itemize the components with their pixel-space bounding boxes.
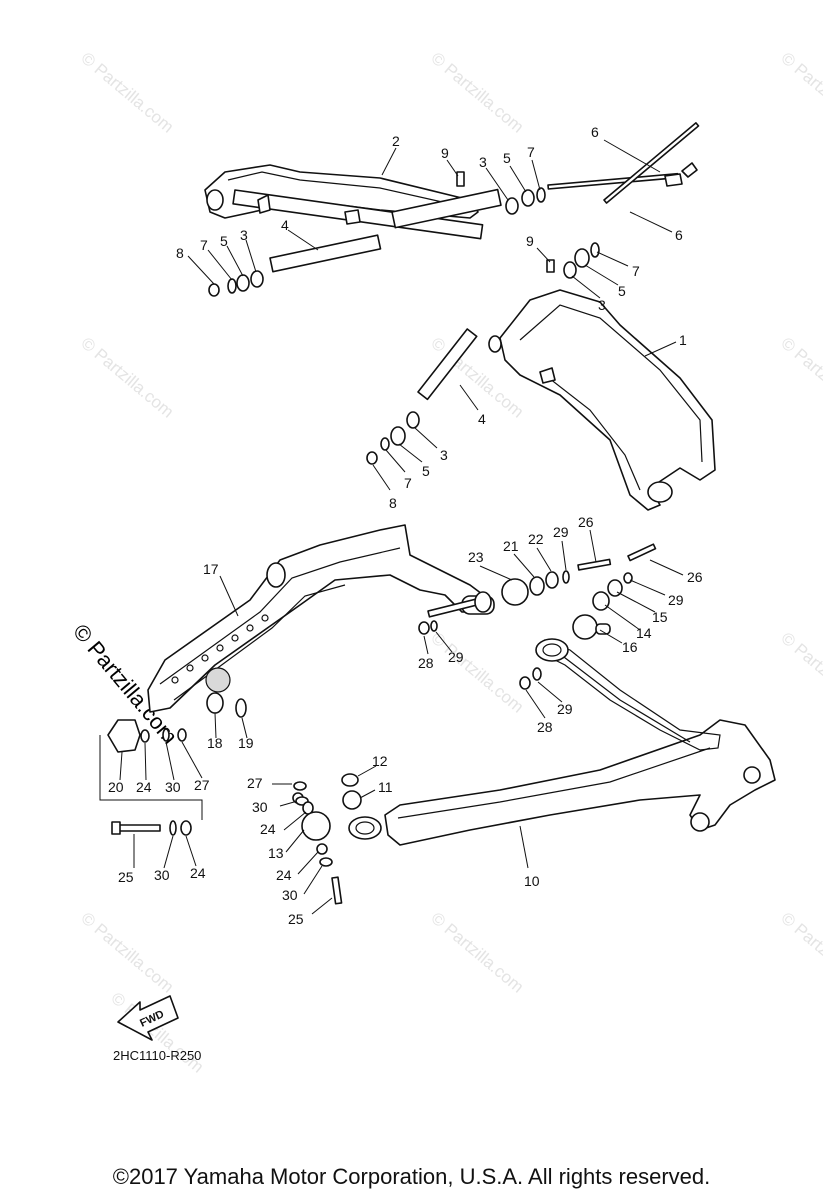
callout-17: 17 [203,561,219,577]
callout-24: 24 [190,865,206,881]
callout-12: 12 [372,753,388,769]
callout-27: 27 [247,775,263,791]
callout-3: 3 [479,154,487,170]
watermark: © Partzilla.com [777,909,823,997]
watermark: © Partzilla.com [77,334,177,422]
callout-29: 29 [448,649,464,665]
callout-6: 6 [675,227,683,243]
callout-13: 13 [268,845,284,861]
callout-9: 9 [526,233,534,249]
callout-25: 25 [288,911,304,927]
copyright-notice: ©2017 Yamaha Motor Corporation, U.S.A. A… [112,1164,711,1189]
callout-28: 28 [418,655,434,671]
lower-arm-10 [348,638,776,846]
callout-24: 24 [136,779,152,795]
callout-30: 30 [282,887,298,903]
watermark: © Partzilla.com [777,629,823,717]
upper-pivot-hardware [208,122,700,297]
callout-16: 16 [622,639,638,655]
rear-arm-middle [366,289,716,511]
callout-4: 4 [281,217,289,233]
callout-1: 1 [679,332,687,348]
leader-lines [119,139,684,915]
callout-18: 18 [207,735,223,751]
callout-24: 24 [276,867,292,883]
callout-8: 8 [176,245,184,261]
frame-holes [171,614,269,684]
callout-29: 29 [557,701,573,717]
callout-15: 15 [652,609,668,625]
diagram-code: 2HC1110-R250 [113,1048,201,1063]
callout-24: 24 [260,821,276,837]
callout-26: 26 [578,514,594,530]
watermark: © Partzilla.com [427,629,527,717]
callout-25: 25 [118,869,134,885]
frame-arm-17 [147,524,495,713]
callout-29: 29 [553,524,569,540]
callout-20: 20 [108,779,124,795]
callout-27: 27 [194,777,210,793]
callout-5: 5 [422,463,430,479]
watermark: © Partzilla.com [777,334,823,422]
upper-arm-top [204,164,484,240]
forward-arrow-icon: FWD [117,995,179,1041]
callout-4: 4 [478,411,486,427]
callout-labels: 2 9 3 5 7 6 6 4 8 7 5 3 9 7 5 3 1 4 3 5 … [108,124,703,927]
callout-5: 5 [503,150,511,166]
callout-7: 7 [404,475,412,491]
watermark: © Partzilla.com [777,49,823,137]
callout-30: 30 [252,799,268,815]
callout-3: 3 [598,297,606,313]
callout-9: 9 [441,145,449,161]
callout-7: 7 [200,237,208,253]
callout-23: 23 [468,549,484,565]
callout-5: 5 [220,233,228,249]
callout-3: 3 [240,227,248,243]
callout-5: 5 [618,283,626,299]
callout-10: 10 [524,873,540,889]
callout-22: 22 [528,531,544,547]
watermark: © Partzilla.com [77,909,177,997]
center-hardware [292,543,657,905]
callout-14: 14 [636,625,652,641]
callout-28: 28 [537,719,553,735]
callout-26: 26 [687,569,703,585]
watermark: © Partzilla.com [427,49,527,137]
callout-30: 30 [165,779,181,795]
callout-7: 7 [632,263,640,279]
callout-8: 8 [389,495,397,511]
callout-7: 7 [527,144,535,160]
watermark: © Partzilla.com [77,49,177,137]
callout-6: 6 [591,124,599,140]
watermark: © Partzilla.com [427,909,527,997]
callout-3: 3 [440,447,448,463]
callout-19: 19 [238,735,254,751]
left-hardware [99,692,247,836]
callout-11: 11 [378,779,393,795]
callout-2: 2 [392,133,400,149]
callout-21: 21 [503,538,519,554]
callout-30: 30 [154,867,170,883]
callout-29: 29 [668,592,684,608]
